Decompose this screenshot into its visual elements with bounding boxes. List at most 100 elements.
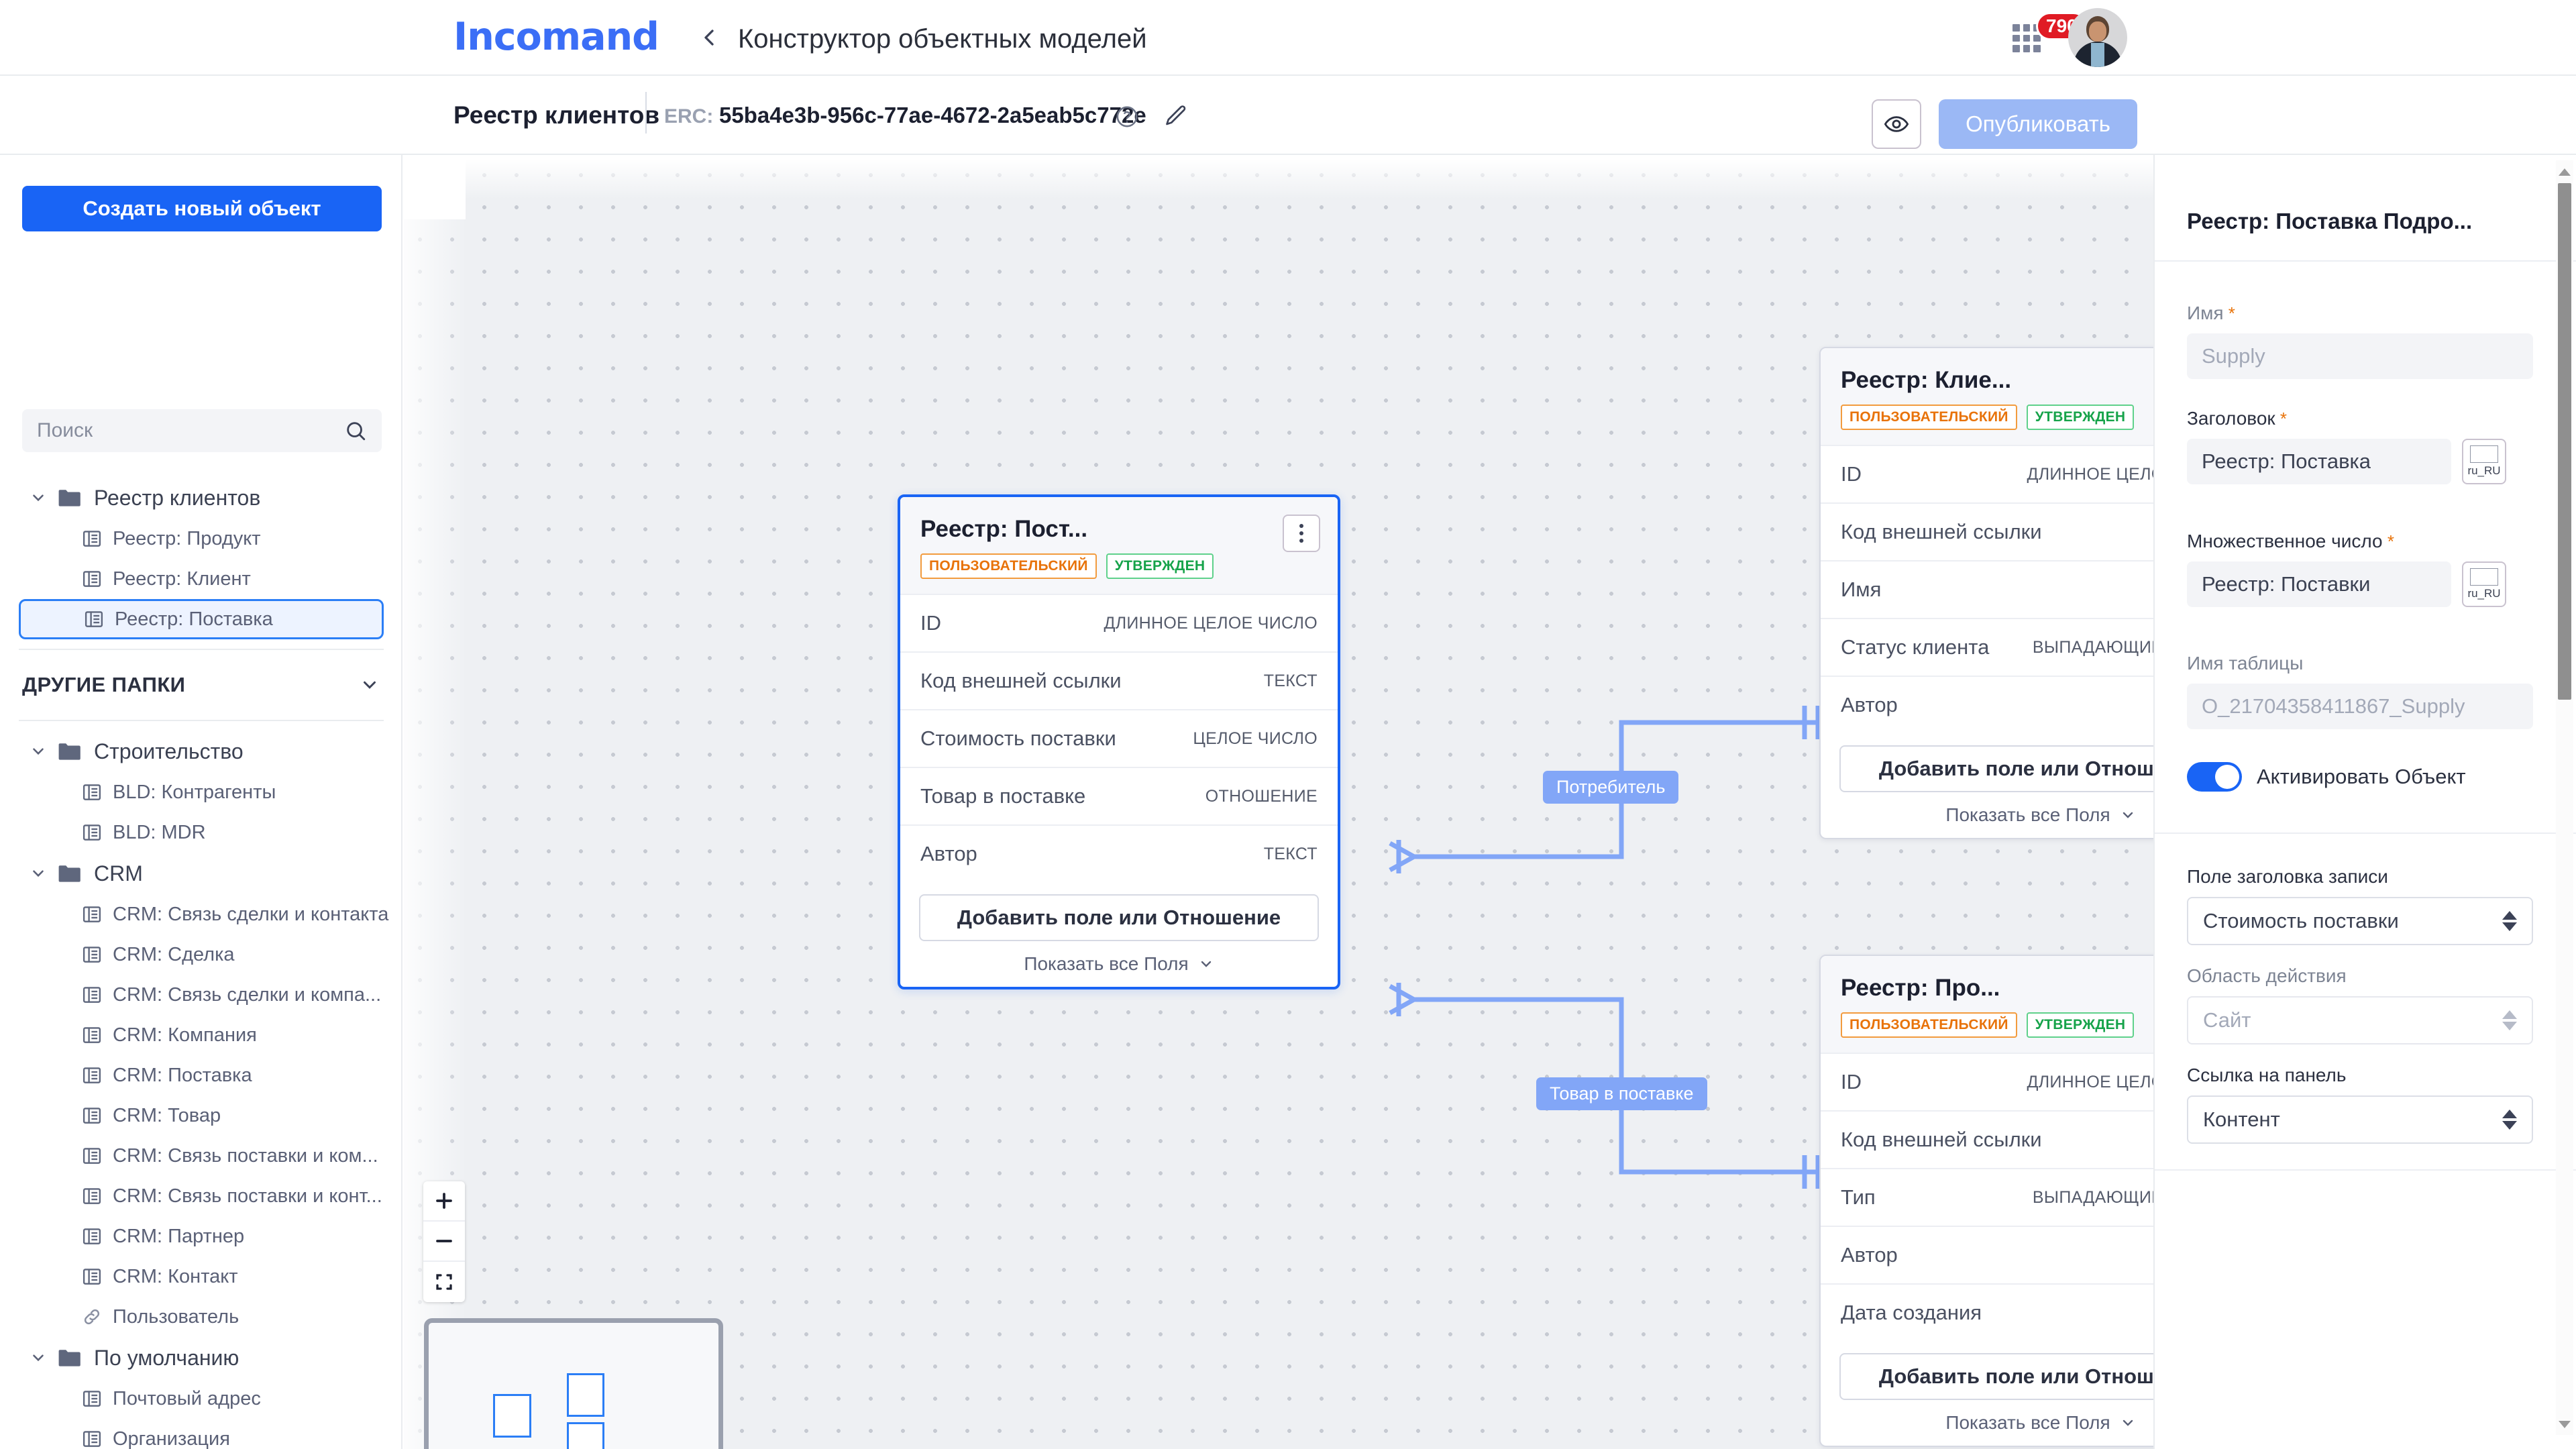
name-input[interactable]: Supply xyxy=(2187,333,2533,379)
model-canvas[interactable]: Потребитель Товар в поставке Реестр: Пос… xyxy=(404,159,2153,1449)
plural-language-button[interactable]: ru_RU xyxy=(2462,561,2506,607)
show-all-label: Показать все Поля xyxy=(1024,953,1189,974)
avatar[interactable] xyxy=(2068,8,2127,67)
edge-label-product-in-supply[interactable]: Товар в поставке xyxy=(1536,1077,1707,1110)
zoom-in-button[interactable] xyxy=(423,1181,465,1222)
scroll-down-arrow-icon[interactable] xyxy=(2559,1421,2571,1428)
tree-item-пользователь[interactable]: Пользователь xyxy=(0,1297,401,1337)
table-icon xyxy=(83,906,101,922)
help-circle-icon[interactable] xyxy=(1116,105,1138,128)
erc-label: ERC: xyxy=(664,105,714,127)
record-title-field-select[interactable]: Стоимость поставки xyxy=(2187,897,2533,945)
field-name: Автор xyxy=(920,842,977,865)
tree-item-crm-связь-поставки-и-конт-[interactable]: CRM: Связь поставки и конт... xyxy=(0,1176,401,1216)
field-name: Дата создания xyxy=(1841,1301,1982,1324)
heading-input[interactable]: Реестр: Поставка xyxy=(2187,439,2451,484)
tree-folder-строительство[interactable]: Строительство xyxy=(0,731,401,772)
chevron-down-icon xyxy=(1201,961,1211,967)
preview-button[interactable] xyxy=(1872,99,1921,149)
tree-item-почтовый-адрес[interactable]: Почтовый адрес xyxy=(0,1379,401,1419)
search-box[interactable] xyxy=(22,409,382,452)
search-input[interactable] xyxy=(22,419,344,442)
node-card-product[interactable]: Реестр: Про... ПОЛЬЗОВАТЕЛЬСКИЙ УТВЕРЖДЕ… xyxy=(1819,955,2153,1447)
folder-icon xyxy=(58,865,80,882)
edit-pencil-icon[interactable] xyxy=(1164,104,1188,128)
top-bar: Incomand Конструктор объектных моделей 7… xyxy=(0,0,2576,76)
tree-item-bld-контрагенты[interactable]: BLD: Контрагенты xyxy=(0,772,401,812)
tree-item-label: Реестр: Клиент xyxy=(113,568,251,590)
canvas-minimap[interactable] xyxy=(424,1318,723,1449)
plural-field-group: Множественное число * Реестр: Поставки r… xyxy=(2187,531,2533,607)
tree-item-crm-сделка[interactable]: CRM: Сделка xyxy=(0,934,401,975)
other-folders-header[interactable]: ДРУГИЕ ПАПКИ xyxy=(0,659,401,710)
node-card-client[interactable]: Реестр: Клие... ПОЛЬЗОВАТЕЛЬСКИЙ УТВЕРЖД… xyxy=(1819,347,2153,839)
node-tags: ПОЛЬЗОВАТЕЛЬСКИЙ УТВЕРЖДЕН xyxy=(920,553,1318,579)
tree-item-crm-поставка[interactable]: CRM: Поставка xyxy=(0,1055,401,1095)
tree-item-label: Реестр: Продукт xyxy=(113,527,261,549)
tree-item-crm-связь-поставки-и-ком-[interactable]: CRM: Связь поставки и ком... xyxy=(0,1136,401,1176)
activate-object-toggle[interactable] xyxy=(2187,762,2242,792)
scrollbar-thumb[interactable] xyxy=(2558,183,2571,700)
create-object-button[interactable]: Создать новый объект xyxy=(22,186,382,231)
tree-item-crm-контакт[interactable]: CRM: Контакт xyxy=(0,1256,401,1297)
tree-item-label: CRM: Партнер xyxy=(113,1225,245,1247)
show-all-fields-toggle[interactable]: Показать все Поля xyxy=(1821,1400,2153,1446)
node-card-supply[interactable]: Реестр: Пост... ПОЛЬЗОВАТЕЛЬСКИЙ УТВЕРЖД… xyxy=(898,494,1340,989)
tree-item-bld-mdr[interactable]: BLD: MDR xyxy=(0,812,401,853)
scroll-up-arrow-icon[interactable] xyxy=(2559,168,2571,176)
plus-icon xyxy=(436,1193,452,1209)
node-menu-button[interactable] xyxy=(1283,515,1320,552)
tree-folder-label: CRM xyxy=(94,861,143,885)
app-logo[interactable]: Incomand xyxy=(453,15,659,59)
field-row[interactable]: Дата созданияДАТА xyxy=(1821,1283,2153,1341)
tree-item-реестр-поставка[interactable]: Реестр: Поставка xyxy=(19,599,384,639)
tree-folder-реестр-клиентов[interactable]: Реестр клиентов xyxy=(0,477,401,519)
fit-screen-button[interactable] xyxy=(423,1262,465,1302)
tree-item-crm-товар[interactable]: CRM: Товар xyxy=(0,1095,401,1136)
zoom-out-button[interactable] xyxy=(423,1222,465,1262)
panel-link-select[interactable]: Контент xyxy=(2187,1095,2533,1144)
record-title-field-value: Стоимость поставки xyxy=(2203,909,2399,932)
tree-item-crm-связь-сделки-и-компа-[interactable]: CRM: Связь сделки и компа... xyxy=(0,975,401,1015)
tree-folder-по-умолчанию[interactable]: По умолчанию xyxy=(0,1337,401,1379)
field-type: ДЛИННОЕ ЦЕЛОЕ ЧИСЛО xyxy=(1104,613,1318,633)
tag-custom: ПОЛЬЗОВАТЕЛЬСКИЙ xyxy=(920,553,1097,579)
show-all-fields-toggle[interactable]: Показать все Поля xyxy=(900,941,1338,987)
tree-folder-crm[interactable]: CRM xyxy=(0,853,401,894)
folder-icon xyxy=(58,490,80,506)
tree-item-реестр-клиент[interactable]: Реестр: Клиент xyxy=(0,559,401,599)
chevron-left-icon[interactable] xyxy=(696,24,722,51)
tree-item-организация[interactable]: Организация xyxy=(0,1419,401,1449)
add-field-button[interactable]: Добавить поле или Отношение xyxy=(1839,1353,2153,1400)
tree-item-crm-компания[interactable]: CRM: Компания xyxy=(0,1015,401,1055)
tree-item-реестр-продукт[interactable]: Реестр: Продукт xyxy=(0,519,401,559)
show-all-fields-toggle[interactable]: Показать все Поля xyxy=(1821,792,2153,838)
add-field-button[interactable]: Добавить поле или Отношение xyxy=(919,894,1319,941)
heading-language-button[interactable]: ru_RU xyxy=(2462,439,2506,484)
edge-label-consumer[interactable]: Потребитель xyxy=(1543,771,1679,804)
properties-scrollbar[interactable] xyxy=(2556,160,2573,1435)
add-field-button[interactable]: Добавить поле или Отношение xyxy=(1839,745,2153,792)
plural-input[interactable]: Реестр: Поставки xyxy=(2187,561,2451,607)
field-type: ДЛИННОЕ ЦЕЛОЕ ЧИСЛО xyxy=(2027,464,2153,484)
node-tags: ПОЛЬЗОВАТЕЛЬСКИЙ УТВЕРЖДЕН xyxy=(1841,1012,2153,1038)
tree-item-crm-партнер[interactable]: CRM: Партнер xyxy=(0,1216,401,1256)
table-icon xyxy=(83,531,101,547)
tree-item-crm-связь-сделки-и-контакта[interactable]: CRM: Связь сделки и контакта xyxy=(0,894,401,934)
field-row[interactable]: ИмяТЕКСТ xyxy=(1821,560,2153,618)
publish-button[interactable]: Опубликовать xyxy=(1939,99,2137,149)
